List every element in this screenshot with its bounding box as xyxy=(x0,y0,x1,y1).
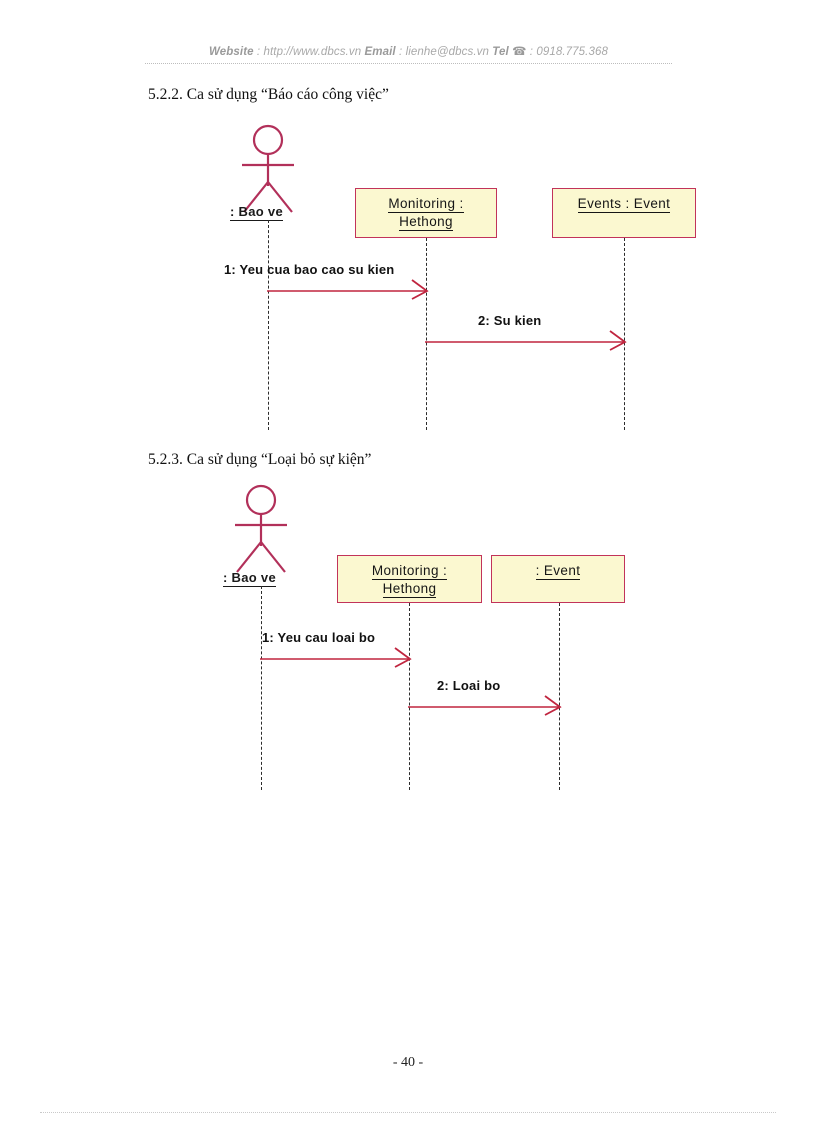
header-website-sep: : xyxy=(253,46,264,58)
lifeline-actor-bao-ve xyxy=(261,586,262,790)
header-tel-label: Tel xyxy=(492,46,509,58)
object-label-line1: Monitoring : xyxy=(388,196,464,213)
message-arrow-2 xyxy=(407,694,563,716)
message-label-1: 1: Yeu cua bao cao su kien xyxy=(224,262,395,277)
message-arrow-2 xyxy=(424,329,628,351)
lifeline-monitoring-hethong xyxy=(409,603,410,790)
object-box-event[interactable]: : Event xyxy=(491,555,625,603)
lifeline-event xyxy=(559,603,560,790)
message-label-2: 2: Loai bo xyxy=(437,678,501,693)
lifeline-events-event xyxy=(624,238,625,430)
header-email-value: lienhe@dbcs.vn xyxy=(405,46,489,58)
sequence-diagram-bao-cao-cong-viec: : Bao ve Monitoring : Hethong Events : E… xyxy=(0,110,816,440)
page-number: - 40 - xyxy=(392,1055,424,1070)
footer-divider xyxy=(40,1112,776,1113)
header-contact-line: Website : http://www.dbcs.vn Email : lie… xyxy=(145,44,672,58)
section-heading-5-2-2: 5.2.2. Ca sử dụng “Báo cáo công việc” xyxy=(148,86,389,103)
message-label-1: 1: Yeu cau loai bo xyxy=(262,630,376,645)
message-arrow-1 xyxy=(266,278,430,300)
object-label-line1: Events : Event xyxy=(577,196,671,213)
page-header: Website : http://www.dbcs.vn Email : lie… xyxy=(145,44,672,68)
object-box-events-event[interactable]: Events : Event xyxy=(552,188,696,238)
object-label-line1: Monitoring : xyxy=(371,563,448,580)
message-arrow-1 xyxy=(259,646,413,668)
actor-bao-ve-figure xyxy=(236,124,304,214)
object-label-line2: Hethong xyxy=(399,214,453,231)
header-website-label: Website xyxy=(209,46,254,58)
lifeline-monitoring-hethong xyxy=(426,238,427,430)
header-email-label: Email xyxy=(364,46,396,58)
header-website-url: http://www.dbcs.vn xyxy=(263,46,362,58)
telephone-icon: ☎ xyxy=(512,44,527,58)
actor-bao-ve-label: : Bao ve xyxy=(230,204,283,221)
header-email-sep: : xyxy=(395,46,406,58)
lifeline-actor-bao-ve xyxy=(268,220,269,430)
header-tel-sep: : xyxy=(526,46,537,58)
section-heading-5-2-3: 5.2.3. Ca sử dụng “Loại bỏ sự kiện” xyxy=(148,451,372,468)
actor-bao-ve-figure xyxy=(229,484,297,574)
message-label-2: 2: Su kien xyxy=(478,313,542,328)
object-box-monitoring-hethong[interactable]: Monitoring : Hethong xyxy=(355,188,497,238)
header-tel-value: 0918.775.368 xyxy=(536,46,608,58)
actor-bao-ve-label: : Bao ve xyxy=(223,570,276,587)
object-label-line2: Hethong xyxy=(382,581,437,598)
sequence-diagram-loai-bo-su-kien: : Bao ve Monitoring : Hethong : Event 1:… xyxy=(0,478,816,808)
header-divider xyxy=(145,63,672,64)
object-box-monitoring-hethong[interactable]: Monitoring : Hethong xyxy=(337,555,482,603)
object-label-line1: : Event xyxy=(535,563,581,580)
